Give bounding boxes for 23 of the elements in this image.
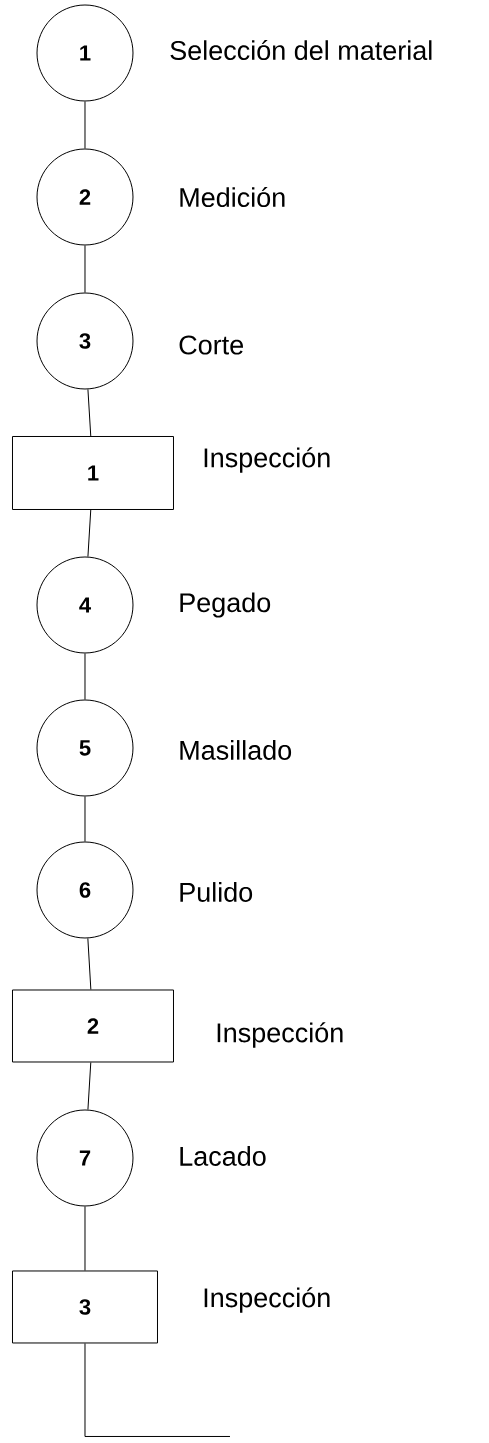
inspection-box: 1 [12, 436, 174, 510]
connector-line [87, 1062, 92, 1111]
inspection-box: 3 [12, 1270, 158, 1344]
connector-line [84, 1343, 231, 1437]
step-label: Medición [180, 186, 285, 208]
connector-line [84, 245, 86, 293]
connector-line [84, 796, 86, 842]
connector-line [87, 388, 92, 437]
connector-line [84, 101, 86, 149]
connector-line [84, 653, 86, 700]
inspection-box: 2 [12, 989, 174, 1063]
connector-line [87, 937, 92, 990]
step-label: Pegado [180, 592, 271, 618]
step-label: Selección del material [170, 39, 432, 61]
step-label: Lacado [180, 1146, 266, 1166]
step-label: Inspección [217, 1022, 343, 1048]
connector-line [87, 509, 92, 558]
step-label: Pulido [180, 882, 253, 902]
step-label: Inspección [204, 447, 330, 473]
step-label: Corte [179, 335, 243, 355]
step-label: Masillado [180, 740, 292, 760]
connector-line [84, 1206, 86, 1271]
step-label: Inspección [204, 1287, 330, 1313]
